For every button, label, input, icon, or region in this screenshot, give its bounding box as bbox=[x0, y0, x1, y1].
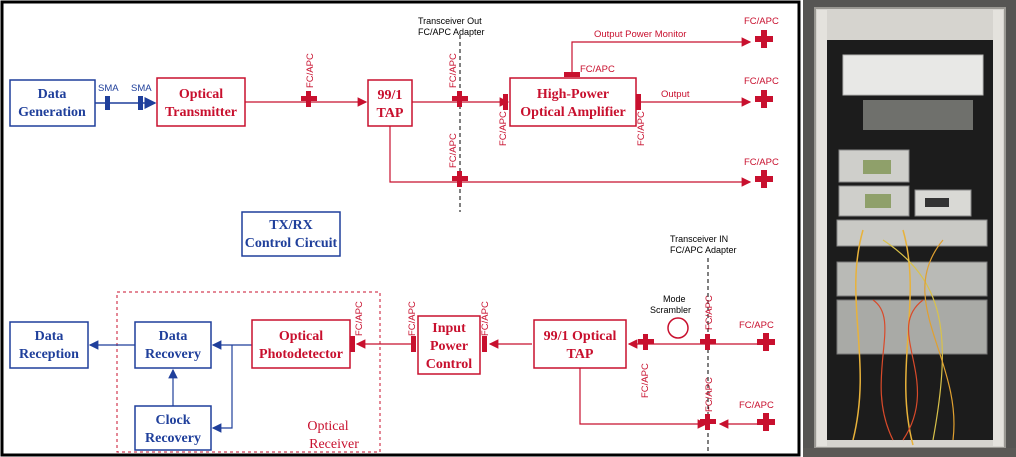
amplifier-line1: High-Power bbox=[537, 87, 609, 102]
data-generation-line2: Generation bbox=[18, 105, 86, 120]
optical-receiver-line1: Optical bbox=[307, 419, 348, 434]
fc-apc-label-6: FC/APC bbox=[704, 377, 715, 412]
sma-connector-2 bbox=[138, 96, 143, 110]
sma-label-1: SMA bbox=[98, 83, 119, 94]
fc-apc-label-2: FC/APC bbox=[448, 53, 459, 88]
transceiver-out-line1: Transceiver Out bbox=[418, 16, 482, 26]
photodetector-box: Optical Photodetector bbox=[251, 319, 351, 369]
control-line1: TX/RX bbox=[269, 218, 313, 233]
fc-apc-label-3: FC/APC bbox=[448, 133, 459, 168]
fc-apc-label-in2: FC/APC bbox=[739, 400, 774, 411]
monitor-connector bbox=[564, 72, 580, 77]
fc-apc-cross-2 bbox=[452, 91, 468, 107]
output-label: Output bbox=[661, 89, 690, 100]
fc-apc-cross-out3 bbox=[755, 170, 773, 188]
ipc-line3: Control bbox=[426, 357, 473, 372]
tap-bottom-line2: TAP bbox=[567, 347, 594, 362]
amp-out-connector bbox=[636, 94, 641, 110]
transceiver-in-line1: Transceiver IN bbox=[670, 234, 728, 244]
fc-apc-label-ipc-in: FC/APC bbox=[407, 301, 418, 336]
data-recovery-box: Data Recovery bbox=[134, 321, 212, 369]
fc-apc-label-out1: FC/APC bbox=[744, 16, 779, 27]
tap-top-box: 99/1 TAP bbox=[367, 79, 413, 127]
fc-apc-cross-in2 bbox=[757, 413, 775, 431]
ipc-line1: Input bbox=[432, 321, 466, 336]
data-reception-line2: Reception bbox=[19, 347, 79, 362]
optical-transmitter-line1: Optical bbox=[179, 87, 223, 102]
fc-apc-label-monitor: FC/APC bbox=[580, 64, 615, 75]
pd-connector bbox=[350, 336, 355, 352]
ipc-line2: Power bbox=[430, 339, 468, 354]
control-line2: Control Circuit bbox=[245, 236, 338, 251]
amplifier-line2: Optical Amplifier bbox=[520, 105, 625, 120]
tap-top-line1: 99/1 bbox=[378, 88, 403, 103]
fc-apc-label-in1: FC/APC bbox=[739, 320, 774, 331]
equipment-rack-photo bbox=[803, 0, 1016, 457]
tap-bottom-box: 99/1 Optical TAP bbox=[533, 319, 627, 369]
link-tap-bottom-monitor bbox=[579, 368, 708, 429]
link-tap-monitor bbox=[389, 126, 752, 187]
fc-apc-cross-3 bbox=[452, 171, 468, 187]
tap-bottom-line1: 99/1 Optical bbox=[544, 329, 617, 344]
instrument-5 bbox=[836, 261, 988, 297]
clock-recovery-line2: Recovery bbox=[145, 431, 201, 446]
fc-apc-label-amp-in: FC/APC bbox=[498, 111, 509, 146]
fc-apc-cross-output bbox=[755, 90, 773, 108]
transceiver-out-line2: FC/APC Adapter bbox=[418, 27, 485, 37]
fc-apc-label-out3: FC/APC bbox=[744, 157, 779, 168]
data-recovery-line2: Recovery bbox=[145, 347, 201, 362]
fc-apc-cross-1 bbox=[301, 91, 317, 107]
mode-scrambler-icon bbox=[667, 317, 689, 339]
top-panel bbox=[842, 54, 984, 96]
ipc-out-connector bbox=[482, 336, 487, 352]
fc-apc-cross-4 bbox=[638, 334, 654, 350]
fc-apc-cross-6 bbox=[700, 414, 716, 430]
sma-label-2: SMA bbox=[131, 83, 152, 94]
sma-connector-1 bbox=[105, 96, 110, 110]
mode-scrambler-line2: Scrambler bbox=[650, 305, 691, 315]
photodetector-line1: Optical bbox=[279, 329, 323, 344]
data-reception-box: Data Reception bbox=[9, 321, 89, 369]
optical-receiver-line2: Receiver bbox=[309, 437, 359, 452]
instrument-6 bbox=[836, 299, 988, 355]
optical-transmitter-line2: Transmitter bbox=[165, 105, 237, 120]
diagram-border bbox=[0, 0, 801, 457]
link-pd-clock bbox=[211, 345, 233, 433]
shelf bbox=[863, 100, 973, 130]
clock-recovery-line1: Clock bbox=[156, 413, 191, 428]
data-generation-line1: Data bbox=[38, 87, 67, 102]
optical-receiver-region bbox=[116, 291, 381, 453]
input-power-control-box: Input Power Control bbox=[417, 315, 481, 375]
control-circuit-box: TX/RX Control Circuit bbox=[241, 211, 341, 257]
fc-apc-label-1: FC/APC bbox=[305, 53, 316, 88]
block-diagram: Data Generation SMA SMA Optical Transmit… bbox=[0, 0, 801, 457]
clock-recovery-box: Clock Recovery bbox=[134, 405, 212, 451]
optical-transmitter-box: Optical Transmitter bbox=[156, 77, 246, 127]
transceiver-in-line2: FC/APC Adapter bbox=[670, 245, 737, 255]
data-generation-box: Data Generation bbox=[9, 79, 96, 127]
fc-apc-cross-5 bbox=[700, 334, 716, 350]
amp-in-connector bbox=[503, 94, 508, 110]
photodetector-line2: Photodetector bbox=[259, 347, 343, 362]
fc-apc-label-amp-out: FC/APC bbox=[636, 111, 647, 146]
tap-top-line2: TAP bbox=[377, 106, 404, 121]
data-recovery-line1: Data bbox=[159, 329, 188, 344]
ipc-in-connector bbox=[411, 336, 416, 352]
data-reception-line1: Data bbox=[35, 329, 64, 344]
amplifier-box: High-Power Optical Amplifier bbox=[509, 77, 637, 127]
mode-scrambler-line1: Mode bbox=[663, 294, 686, 304]
fc-apc-label-4: FC/APC bbox=[640, 363, 651, 398]
fc-apc-label-pd: FC/APC bbox=[354, 301, 365, 336]
fc-apc-label-5: FC/APC bbox=[704, 295, 715, 330]
link-monitor bbox=[571, 37, 752, 72]
fc-apc-label-ipc-out: FC/APC bbox=[480, 301, 491, 336]
output-power-monitor-label: Output Power Monitor bbox=[594, 29, 686, 40]
fc-apc-cross-monitor bbox=[755, 30, 773, 48]
fc-apc-label-out2: FC/APC bbox=[744, 76, 779, 87]
fc-apc-cross-in bbox=[757, 333, 775, 351]
